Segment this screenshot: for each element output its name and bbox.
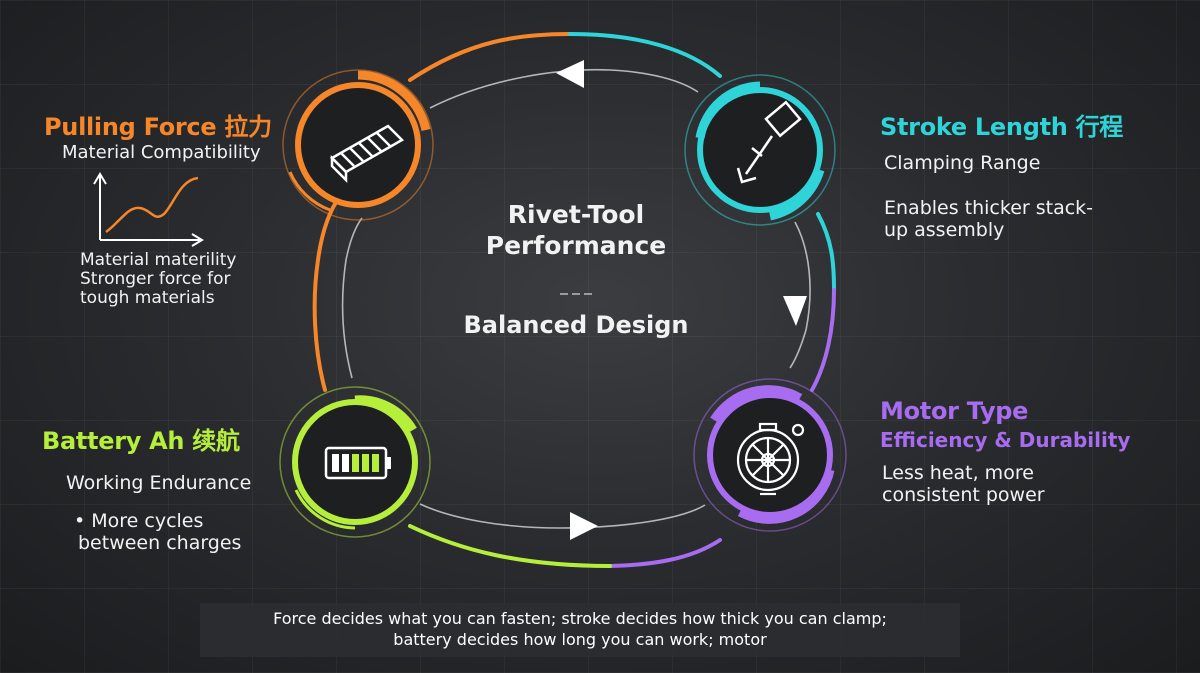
motor-type-line2: consistent power [882,484,1045,506]
center-subtitle: Balanced Design [463,311,689,339]
pulling-force-line1: Material materility [80,250,237,270]
stroke-plunger-icon [736,100,802,184]
loop-segment-purple-right [810,288,836,392]
pulling-force-title: Pulling Force 拉力 [44,113,272,141]
footer-line2: battery decides how long you can work; m… [393,630,767,649]
arrow-right-icon [570,512,598,540]
chart-curve [105,176,199,234]
stroke-length-line2: Enables thicker stack- [884,197,1094,219]
node-battery-ah [279,386,431,538]
loop-segment-cyan-right [816,212,836,292]
node-stroke-length [684,74,836,226]
loop-segment-orange-left [312,194,342,392]
inner-loop [341,68,811,529]
battery-ah-line1: Working Endurance [66,472,252,494]
footer-caption: Force decides what you can fasten; strok… [200,603,960,657]
loop-segment-cyan-top [568,32,722,78]
arrow-left-icon [556,60,584,88]
motor-type-subtitle: Efficiency & Durability [880,428,1131,452]
stroke-length-line1: Clamping Range [884,152,1041,174]
motor-icon [736,422,805,496]
center-title-line1: Rivet-Tool [507,200,645,229]
outer-loop [312,32,836,568]
loop-segment-purple-bottom [608,538,722,568]
pulling-force-line3: tough materials [80,288,215,308]
battery-ah-line3: between charges [78,532,242,554]
battery-ah-title: Battery Ah 续航 [42,427,240,455]
arrow-down-icon [783,296,807,326]
material-compatibility-label: Material Compatibility [62,142,261,163]
pulling-force-line2: Stronger force for [80,269,231,289]
loop-segment-orange-top [408,32,572,82]
node-pulling-force [282,69,434,221]
footer-line1: Force decides what you can fasten; strok… [273,609,887,628]
direction-arrows [556,60,807,540]
stroke-length-line3: up assembly [884,219,1005,241]
motor-type-title: Motor Type [880,397,1029,425]
center-title-line2: Performance [485,231,667,260]
battery-ah-line2: • More cycles [74,510,204,532]
motor-type-line1: Less heat, more [882,462,1034,484]
battery-icon [324,446,391,480]
node-motor-type [693,378,847,532]
rivet-bar-icon [329,124,405,184]
material-compatibility-chart [93,172,204,247]
stroke-length-title: Stroke Length 行程 [880,113,1123,141]
loop-segment-green-bottom [408,524,612,568]
chart-axes [93,172,204,247]
